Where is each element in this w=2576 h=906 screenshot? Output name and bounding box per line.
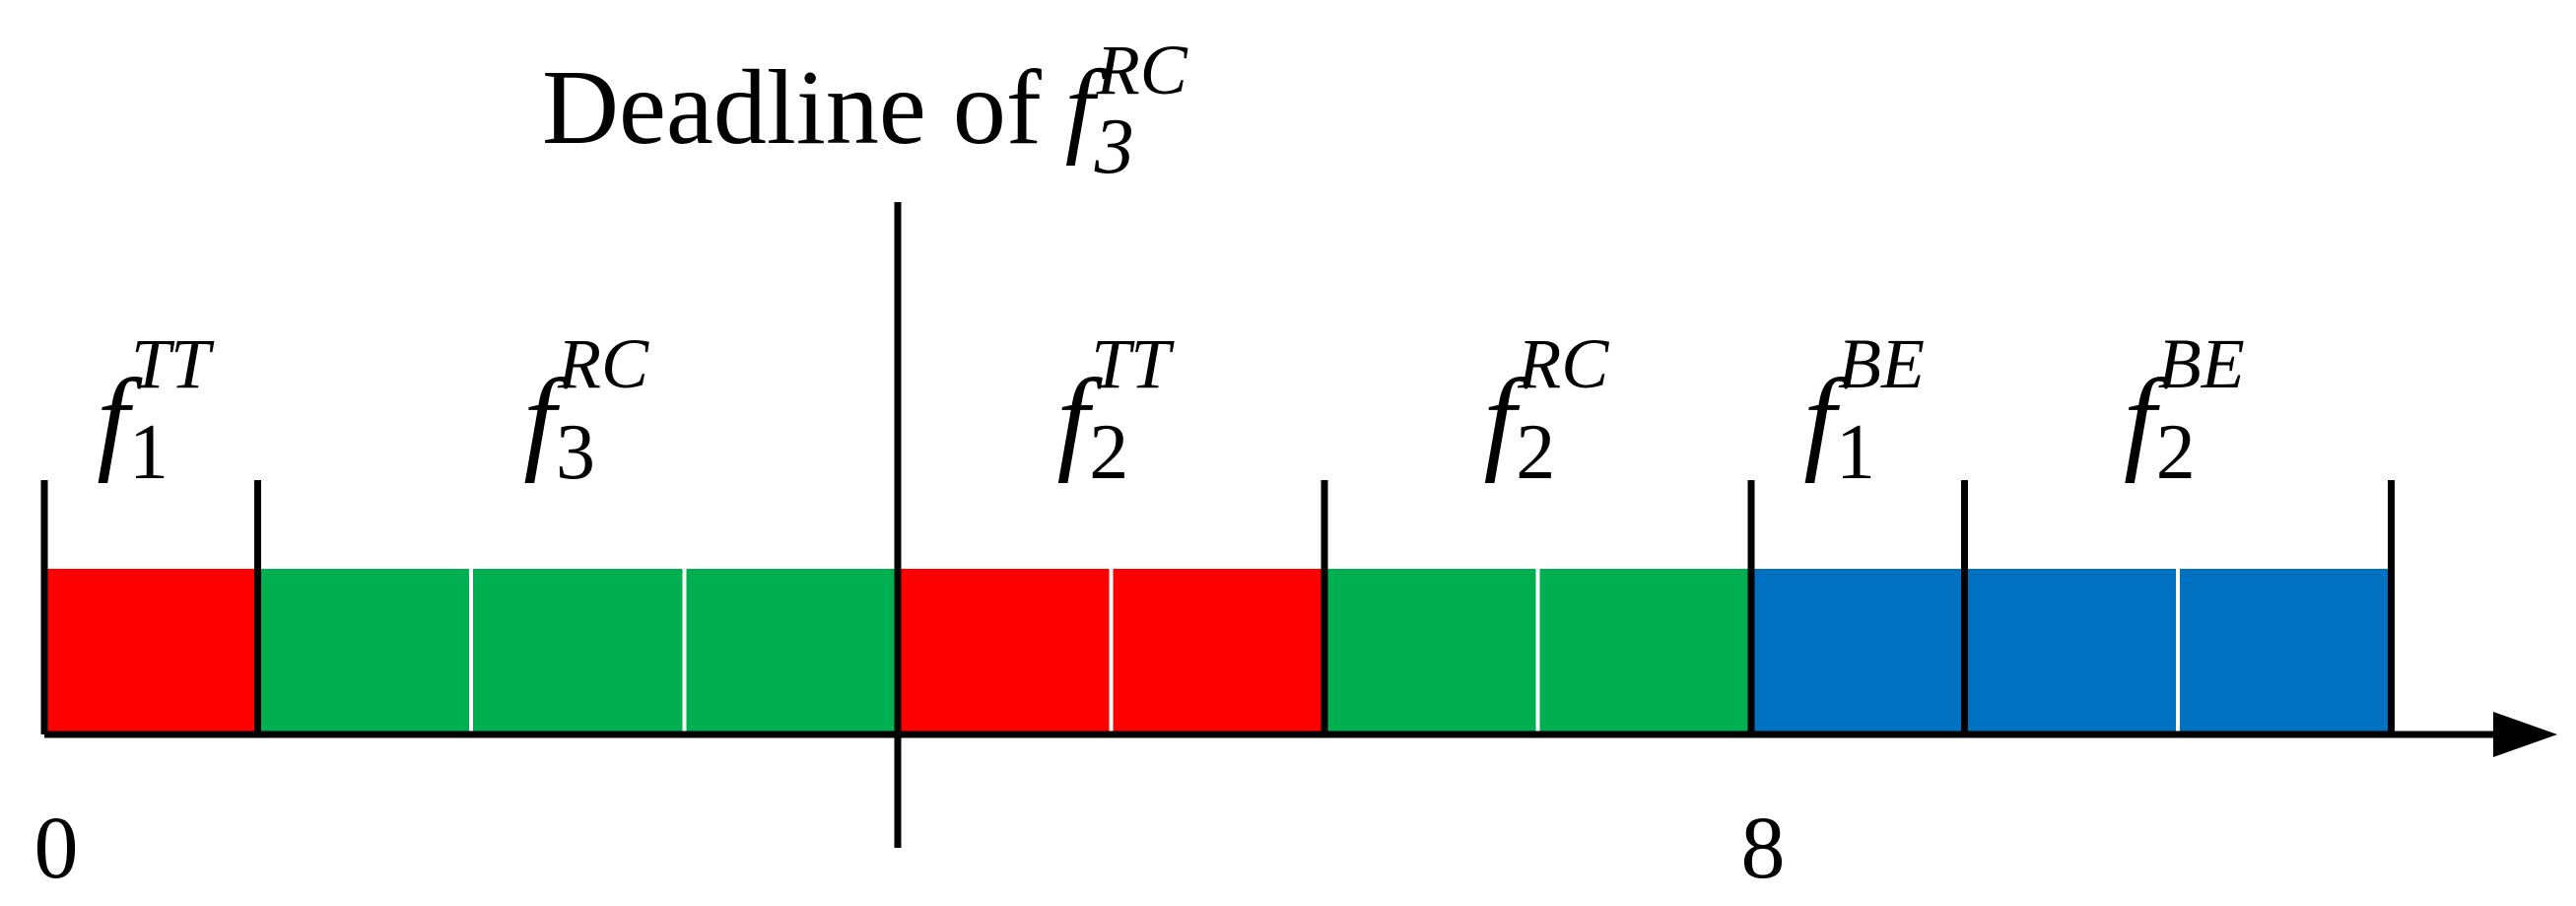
deadline-title-flow-sup: RC [1096, 31, 1188, 109]
slot-block-rc [469, 565, 687, 736]
slot-block-be [1749, 565, 1967, 736]
slot-block-rc [682, 565, 900, 736]
tick-label-8: 8 [1741, 800, 1786, 897]
flow-labels: f1TT f3RC f2TT f2RC f1BE f2BE [97, 324, 2245, 496]
flow-label-sup: RC [557, 324, 649, 403]
slot-block-tt [42, 565, 260, 736]
flow-label-sub: 2 [1516, 409, 1555, 496]
slot-block-tt [896, 565, 1114, 736]
flow-label-6: f2BE [2124, 324, 2245, 496]
flow-label-1: f1TT [97, 324, 215, 496]
flow-label-sup: TT [1091, 324, 1175, 403]
flow-label-sub: 1 [1836, 409, 1875, 496]
flow-label-sub: 2 [1089, 409, 1128, 496]
slot-block-rc [1322, 565, 1540, 736]
slot-block-be [2176, 565, 2394, 736]
slot-block-tt [1109, 565, 1326, 736]
deadline-title-prefix: Deadline of [542, 49, 1042, 167]
slot-blocks [42, 565, 2394, 736]
flow-label-sup: TT [131, 324, 215, 403]
slot-block-rc [255, 565, 473, 736]
flow-label-sup: RC [1517, 324, 1609, 403]
slot-block-rc [1535, 565, 1753, 736]
slot-block-be [1962, 565, 2180, 736]
flow-label-5: f1BE [1803, 324, 1925, 496]
tick-label-0: 0 [34, 800, 79, 897]
flow-label-sub: 1 [129, 409, 169, 496]
flow-boundaries [40, 480, 2395, 734]
flow-label-3: f2TT [1057, 324, 1176, 496]
flow-label-sup: BE [1838, 324, 1925, 403]
flow-label-sup: BE [2158, 324, 2245, 403]
flow-label-sub: 3 [556, 409, 595, 496]
deadline-title-flow-sub: 3 [1094, 104, 1134, 190]
flow-label-2: f3RC [523, 324, 649, 496]
flow-label-4: f2RC [1484, 324, 1610, 496]
axis-arrow-icon [2493, 712, 2557, 757]
flow-label-sub: 2 [2156, 409, 2196, 496]
